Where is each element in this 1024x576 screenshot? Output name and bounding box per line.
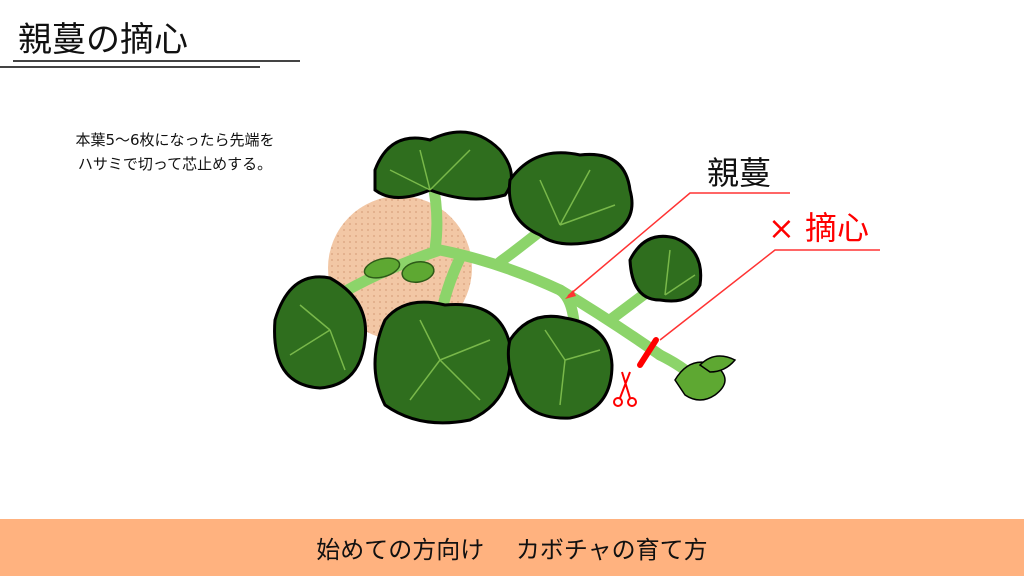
leaf [506,314,614,420]
main-vine-pointer [567,192,790,297]
leaf-veins [289,149,696,406]
title-underline-secondary [0,66,260,68]
leaf [628,234,703,303]
pointer-lines [567,192,880,341]
leaf [273,275,368,390]
page-title: 親蔓の摘心 [18,20,188,60]
pinch-pointer [659,249,880,341]
leaf [373,130,513,201]
cotyledons [363,257,435,283]
leaf [507,151,634,246]
pinch-label: × 摘心 [768,209,869,247]
instruction-note: 本葉5～6枚になったら先端を ハサミで切って芯止めする。 [40,128,310,176]
scissors-icon [613,371,637,407]
cut-mark [637,337,659,368]
footer-text: 始めての方向け カボチャの育て方 [316,536,708,564]
growing-tip [674,355,737,401]
footer-banner: 始めての方向け カボチャの育て方 [0,519,1024,576]
pumpkin-plant-illustration [273,130,880,425]
main-vine-label: 親蔓 [707,154,772,192]
arrowhead-icon [565,290,576,299]
note-line-1: 本葉5～6枚になったら先端を [75,131,275,149]
title-underline [13,60,300,62]
note-line-2: ハサミで切って芯止めする。 [77,155,273,173]
